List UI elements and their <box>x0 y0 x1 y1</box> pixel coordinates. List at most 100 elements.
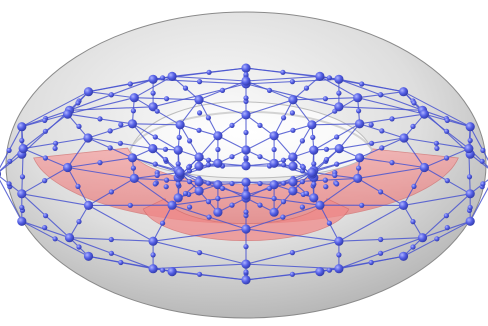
lattice-node <box>466 217 475 226</box>
lattice-node <box>42 118 47 123</box>
lattice-node <box>243 130 248 135</box>
lattice-node <box>130 93 139 102</box>
lattice-node <box>7 148 12 153</box>
lattice-node <box>267 88 272 93</box>
lattice-node <box>356 108 361 113</box>
lattice-node <box>19 144 28 153</box>
lattice-node <box>241 224 250 233</box>
lattice-node <box>177 135 182 140</box>
lattice-node <box>309 146 318 155</box>
lattice-node <box>108 128 113 133</box>
lattice-node <box>194 95 203 104</box>
lattice-node <box>19 138 24 143</box>
lattice-node <box>195 186 204 195</box>
lattice-node <box>76 124 81 129</box>
lattice-node <box>445 178 450 183</box>
lattice-node <box>229 123 234 128</box>
lattice-node <box>257 181 262 186</box>
lattice-node <box>131 108 136 113</box>
lattice-node <box>399 133 408 142</box>
lattice-node <box>480 181 485 186</box>
lattice-node <box>108 145 113 150</box>
lattice-node <box>168 267 177 276</box>
lattice-node <box>300 205 305 210</box>
lattice-node <box>389 160 394 165</box>
lattice-node <box>97 116 102 121</box>
lattice-node <box>464 144 473 153</box>
lattice-node <box>336 91 341 96</box>
lattice-node <box>43 213 48 218</box>
lattice-node <box>270 208 279 217</box>
lattice-node <box>466 122 475 131</box>
lattice-node <box>168 72 177 81</box>
lattice-node <box>63 110 72 119</box>
lattice-node <box>379 128 384 133</box>
lattice-node <box>149 264 158 273</box>
lattice-node <box>168 201 177 210</box>
lattice-node <box>257 203 262 208</box>
lattice-node <box>359 203 364 208</box>
lattice-node <box>290 272 295 277</box>
lattice-node <box>43 155 48 160</box>
lattice-node <box>300 179 305 184</box>
lattice-node <box>215 196 220 201</box>
lattice-node <box>369 260 374 265</box>
lattice-node <box>323 96 328 101</box>
lattice-node <box>128 119 137 128</box>
lattice-node <box>334 264 343 273</box>
lattice-node <box>288 153 297 162</box>
lattice-node <box>118 260 123 265</box>
lattice-node <box>301 165 306 170</box>
lattice-node <box>207 70 212 75</box>
lattice-node <box>290 110 295 115</box>
lattice-node <box>153 162 158 167</box>
lattice-node <box>270 159 279 168</box>
lattice-node <box>148 144 157 153</box>
lattice-node <box>196 128 201 133</box>
lattice-node <box>480 148 485 153</box>
lattice-node <box>355 119 364 128</box>
lattice-node <box>75 100 80 105</box>
lattice-node <box>280 70 285 75</box>
lattice-node <box>229 203 234 208</box>
lattice-node <box>323 178 328 183</box>
lattice-node <box>194 162 203 171</box>
lattice-node <box>243 209 248 214</box>
lattice-node <box>97 160 102 165</box>
lattice-node <box>323 184 328 189</box>
lattice-node <box>109 237 114 242</box>
lattice-node <box>434 146 439 151</box>
lattice-node <box>187 205 192 210</box>
lattice-node <box>174 193 183 202</box>
lattice-node <box>131 166 136 171</box>
lattice-node <box>213 131 222 140</box>
lattice-node <box>332 173 337 178</box>
lattice-node <box>267 186 272 191</box>
lattice-node <box>334 75 343 84</box>
lattice-node <box>445 225 450 230</box>
lattice-node <box>195 153 204 162</box>
lattice-node <box>324 147 329 152</box>
lattice-node <box>288 186 297 195</box>
lattice-node <box>164 96 169 101</box>
lattice-node <box>207 215 212 220</box>
lattice-node <box>241 161 250 170</box>
lattice-node <box>206 158 211 163</box>
lattice-node <box>378 237 383 242</box>
lattice-node <box>153 134 158 139</box>
lattice-node <box>307 168 316 177</box>
lattice-node <box>241 145 250 154</box>
lattice-node <box>174 146 183 155</box>
lattice-node <box>164 184 169 189</box>
lattice-node <box>304 191 309 196</box>
lattice-node <box>220 88 225 93</box>
lattice-node <box>359 81 364 86</box>
lattice-node <box>334 162 339 167</box>
lattice-node <box>206 115 211 120</box>
lattice-node <box>327 75 332 80</box>
lattice-node <box>288 162 297 171</box>
lattice-node <box>155 173 160 178</box>
lattice-node <box>290 128 295 133</box>
lattice-node <box>315 267 324 276</box>
lattice-node <box>187 179 192 184</box>
